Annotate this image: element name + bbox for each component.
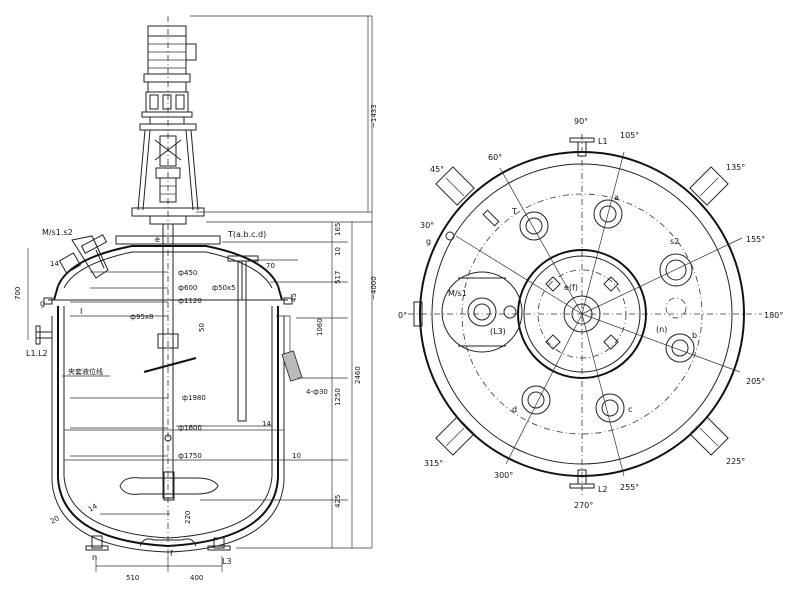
dim-425: 425 bbox=[334, 495, 342, 508]
dim-20: 20 bbox=[49, 514, 61, 525]
dim-1060: 1060 bbox=[316, 318, 324, 336]
angle-0: 0° bbox=[398, 311, 407, 320]
angle-270: 270° bbox=[574, 501, 593, 510]
nozzle-l1l2 bbox=[35, 325, 53, 345]
nozzle-ef: e(f) bbox=[564, 283, 578, 292]
motor bbox=[143, 25, 197, 83]
dim-517: 517 bbox=[334, 271, 342, 284]
dim-4x30: 4-ф30 bbox=[306, 388, 328, 396]
dim-45: 45 bbox=[290, 293, 298, 302]
dim-14-top: 14 bbox=[50, 260, 59, 268]
angle-105: 105° bbox=[620, 131, 639, 140]
nozzle-l1: L1 bbox=[598, 137, 608, 146]
dim-4000: ~4000 bbox=[370, 276, 378, 300]
dim-10-mid: 10 bbox=[292, 452, 301, 460]
angle-205: 205° bbox=[746, 377, 765, 386]
leader-note: 夹套液位线 bbox=[68, 367, 103, 376]
angle-155: 155° bbox=[746, 235, 765, 244]
label-e: e bbox=[155, 235, 160, 244]
small-nozzles bbox=[445, 199, 695, 423]
dim-1250: 1250 bbox=[334, 388, 342, 406]
dim-d600: ф600 bbox=[178, 284, 197, 292]
angle-30: 30° bbox=[420, 221, 434, 230]
nozzle-s2: s2 bbox=[670, 237, 679, 246]
dim-14-bottom: 14 bbox=[87, 502, 99, 514]
center-bolts bbox=[545, 276, 619, 350]
dimension-lines bbox=[27, 15, 373, 572]
nozzle-g: g bbox=[426, 237, 431, 246]
label-f: f bbox=[170, 549, 173, 558]
nozzle-c: c bbox=[628, 405, 632, 414]
nozzle-b: b bbox=[692, 331, 697, 340]
outer-nozzles bbox=[413, 137, 595, 489]
label-i: I bbox=[80, 307, 82, 316]
label-g: g bbox=[40, 299, 45, 308]
manhole-ms bbox=[58, 234, 109, 279]
angle-90: 90° bbox=[574, 117, 588, 126]
nozzle-t bbox=[227, 255, 259, 422]
angle-315: 315° bbox=[424, 459, 443, 468]
nozzle-l3: (L3) bbox=[490, 327, 506, 336]
agitator-frame bbox=[131, 16, 205, 560]
manhole-top bbox=[441, 271, 523, 353]
dim-400: 400 bbox=[190, 574, 203, 582]
angle-60: 60° bbox=[488, 153, 502, 162]
dim-14-mid: 14 bbox=[262, 420, 271, 428]
dim-220: 220 bbox=[184, 511, 192, 524]
angle-180: 180° bbox=[764, 311, 783, 320]
dim-700: 700 bbox=[14, 287, 22, 300]
dim-d1750: ф1750 bbox=[178, 452, 202, 460]
angle-45: 45° bbox=[430, 165, 444, 174]
label-l3: L3 bbox=[222, 557, 232, 566]
angle-135: 135° bbox=[726, 163, 745, 172]
angle-255: 255° bbox=[620, 483, 639, 492]
dim-50: 50 bbox=[198, 323, 206, 332]
support-lugs bbox=[435, 166, 729, 456]
dim-2460: 2460 bbox=[354, 366, 362, 384]
dim-10-right: 10 bbox=[334, 247, 342, 256]
dim-d1980: ф1980 bbox=[182, 394, 206, 402]
angle-225: 225° bbox=[726, 457, 745, 466]
dim-1433: ~1433 bbox=[370, 104, 378, 128]
top-view: 90° 105° 60° 45° 135° 30° 155° 0° 180° 2… bbox=[398, 117, 783, 510]
dim-d95x8: ф95x8 bbox=[130, 313, 154, 321]
nozzle-ms1: M/s1 bbox=[448, 289, 467, 298]
label-n: n bbox=[92, 553, 97, 562]
bottom-nozzles bbox=[85, 535, 231, 551]
side-view: M/s1.s2 e T(a.b.c.d) g I L1.L2 n f L3 70… bbox=[14, 15, 378, 582]
nozzle-a: a bbox=[614, 193, 619, 202]
dim-d450: ф450 bbox=[178, 269, 197, 277]
nozzle-n: (n) bbox=[656, 325, 667, 334]
nozzle-l2: L2 bbox=[598, 485, 608, 494]
dim-70: 70 bbox=[266, 262, 275, 270]
dim-d50x5: ф50x5 bbox=[212, 284, 236, 292]
label-ms: M/s1.s2 bbox=[42, 228, 73, 237]
nozzle-d: d bbox=[512, 405, 517, 414]
angle-leaders bbox=[455, 151, 743, 477]
vessel-body bbox=[51, 306, 303, 553]
dim-165: 165 bbox=[334, 223, 342, 236]
agitator-shaft bbox=[119, 223, 219, 501]
vessel-top bbox=[43, 235, 293, 305]
label-t: T(a.b.c.d) bbox=[227, 230, 266, 239]
label-l1l2: L1.L2 bbox=[26, 349, 48, 358]
dim-510: 510 bbox=[126, 574, 139, 582]
angle-300: 300° bbox=[494, 471, 513, 480]
reducer bbox=[141, 81, 193, 125]
dim-d1120: ф1120 bbox=[178, 297, 202, 305]
dim-d1600: ф1600 bbox=[178, 424, 202, 432]
nozzle-t-top: T bbox=[511, 207, 517, 216]
